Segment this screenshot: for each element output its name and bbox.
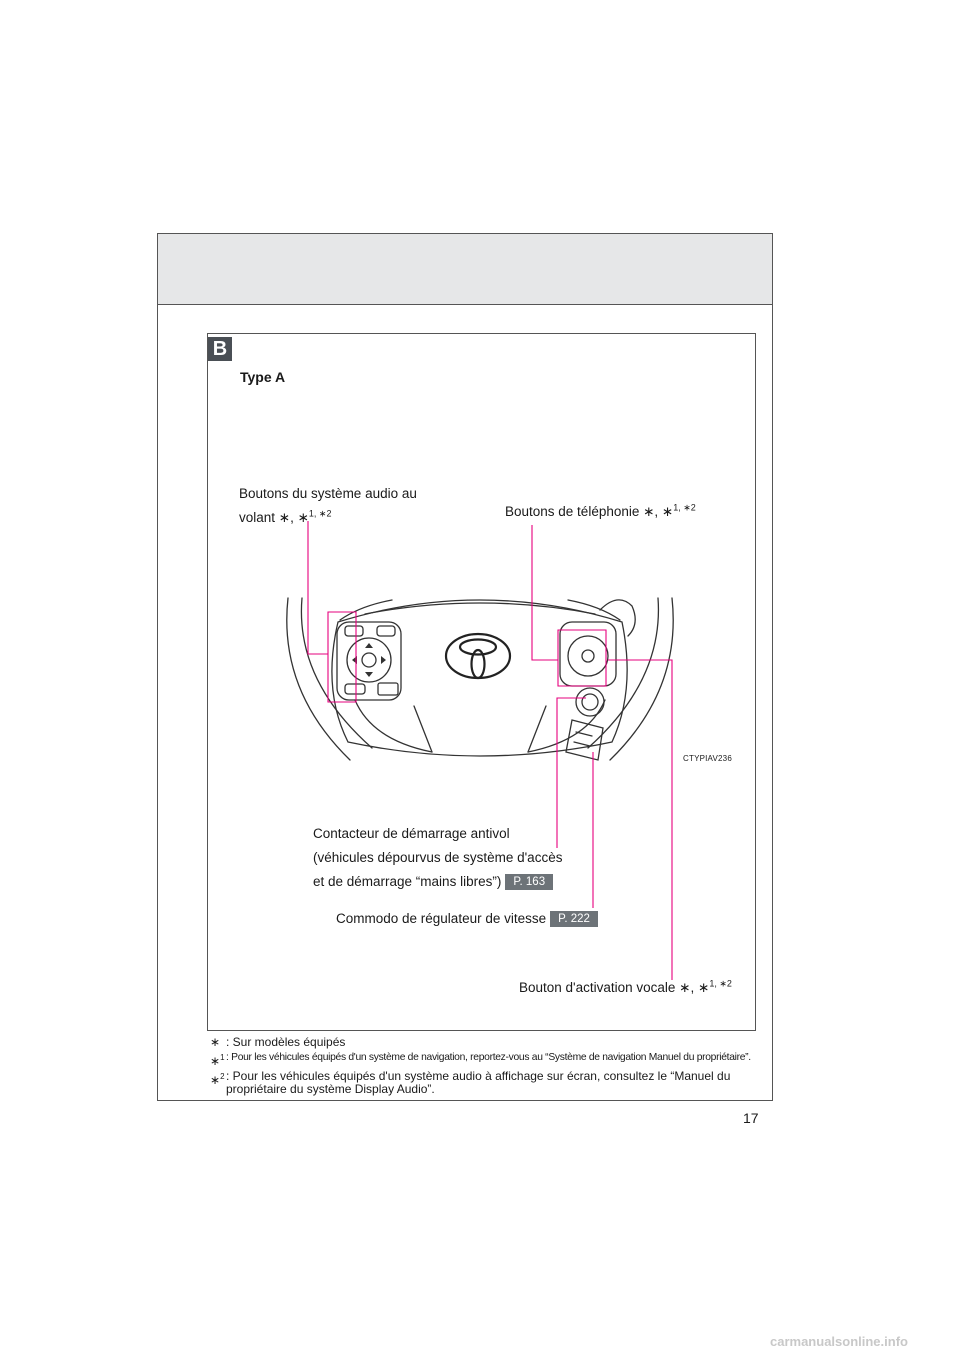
right-dpad xyxy=(567,635,609,677)
wheel-hub xyxy=(331,599,628,757)
leader-phone xyxy=(531,525,558,661)
wheel-rim-left xyxy=(286,597,351,761)
leader-ignition xyxy=(556,697,586,848)
cruise-control-stalk xyxy=(565,719,604,761)
callout-ignition-line3: et de démarrage “mains libres”)P. 163 xyxy=(313,870,562,894)
site-watermark: carmanualsonline.info xyxy=(770,1334,908,1349)
wheel-rim-right-inner xyxy=(587,597,660,749)
ignition-switch xyxy=(575,687,605,717)
callout-ignition-line2: (véhicules dépourvus de système d'accès xyxy=(313,850,563,865)
footnotes: ∗ : Sur modèles équipés ∗1 : Pour les vé… xyxy=(210,1036,760,1098)
left-dpad xyxy=(346,637,392,683)
page-rule-left xyxy=(157,305,158,1101)
footnote-display-audio: ∗2 : Pour les véhicules équipés d'un sys… xyxy=(210,1069,731,1096)
leader-audio xyxy=(307,521,328,655)
callout-ignition: Contacteur de démarrage antivol (véhicul… xyxy=(313,822,562,894)
callout-phone-buttons: Boutons de téléphonie ∗, ∗1, ∗2 xyxy=(505,502,696,519)
page-ref-ignition[interactable]: P. 163 xyxy=(505,874,554,890)
type-label: Type A xyxy=(240,369,286,385)
section-badge: B xyxy=(208,337,232,361)
page-number: 17 xyxy=(743,1110,759,1126)
footnote-equipped: ∗ : Sur modèles équipés xyxy=(210,1035,346,1049)
leader-voice xyxy=(608,659,673,980)
wheel-rim-left-inner xyxy=(300,597,373,749)
callout-audio-line2: volant ∗, ∗1, ∗2 xyxy=(239,508,332,525)
image-code: CTYPIAV236 xyxy=(683,754,732,763)
page-rule-right xyxy=(772,305,773,1101)
page-ref-cruise[interactable]: P. 222 xyxy=(550,911,598,927)
footnote-navigation: ∗1 : Pour les véhicules équipés d'un sys… xyxy=(210,1052,751,1068)
callout-audio-line1: Boutons du système audio au xyxy=(239,486,417,501)
callout-ignition-line1: Contacteur de démarrage antivol xyxy=(313,826,510,841)
callout-voice-button: Bouton d'activation vocale ∗, ∗1, ∗2 xyxy=(519,978,732,995)
callout-audio-buttons: Boutons du système audio au volant ∗, ∗1… xyxy=(239,482,417,530)
left-control-pad xyxy=(336,621,402,701)
toyota-emblem-icon xyxy=(444,632,512,680)
header-band xyxy=(157,233,773,305)
page-rule-bottom xyxy=(157,1100,773,1101)
wheel-rim-right xyxy=(609,597,674,761)
illustration-panel xyxy=(207,333,756,1031)
